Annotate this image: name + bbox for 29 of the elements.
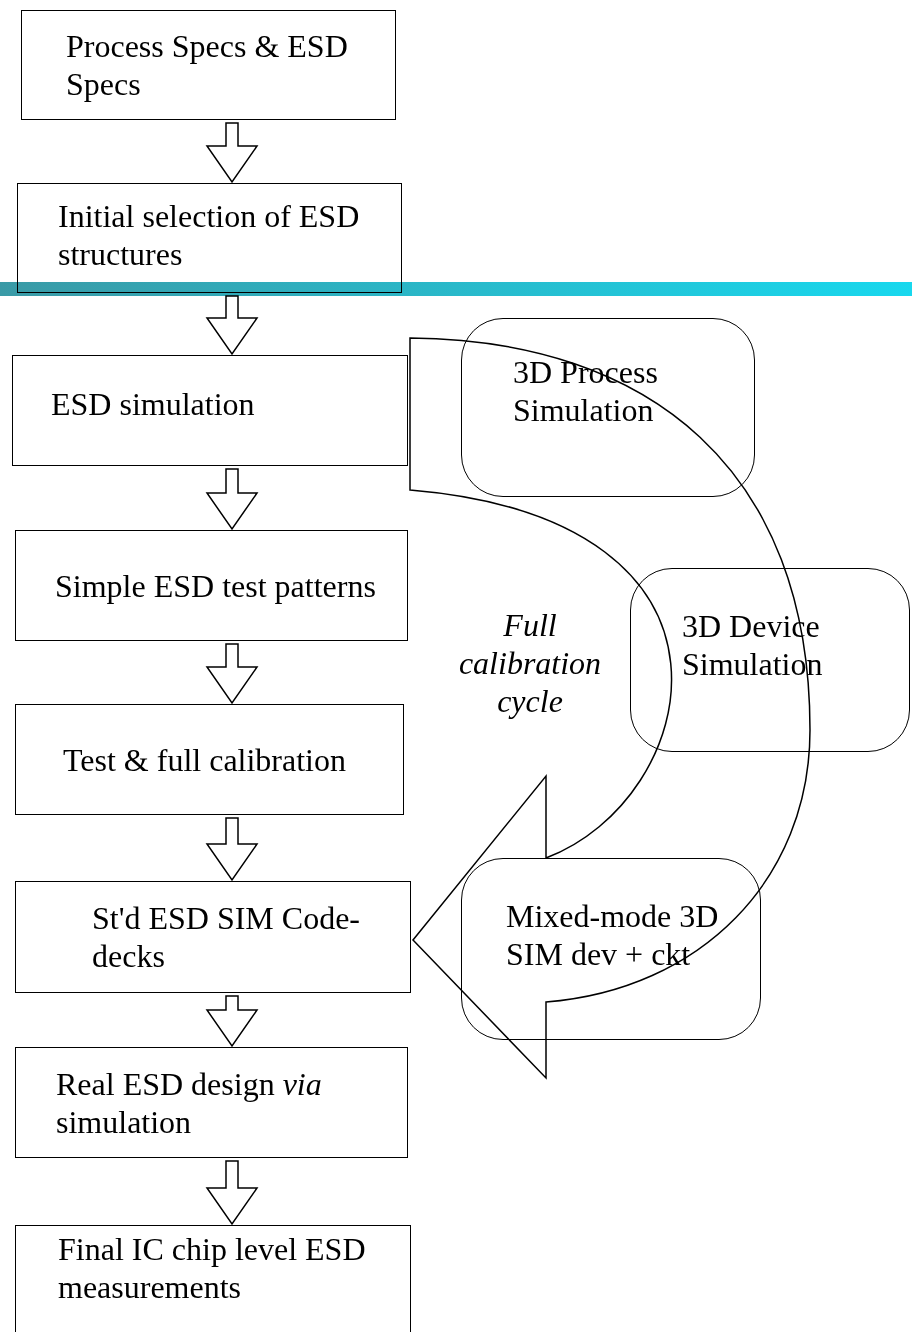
process-box xyxy=(15,704,404,815)
rounded-box xyxy=(630,568,910,752)
process-box xyxy=(15,1225,411,1332)
rounded-box xyxy=(461,858,761,1040)
box-text: St'd ESD SIM Code-decks xyxy=(92,899,361,975)
box-text: Initial selection of ESD structures xyxy=(58,197,361,273)
box-text: Test & full calibration xyxy=(62,740,347,779)
block-arrow xyxy=(205,122,259,184)
box-text: ESD simulation xyxy=(51,384,256,423)
process-box xyxy=(21,10,396,120)
box-text: Simple ESD test patterns xyxy=(55,566,377,605)
block-arrow xyxy=(205,295,259,356)
process-box xyxy=(15,530,408,641)
rounded-box xyxy=(461,318,755,497)
box-text: Process Specs & ESD Specs xyxy=(66,27,349,103)
block-arrow xyxy=(205,817,259,882)
block-arrow xyxy=(205,468,259,531)
box-text: Mixed-mode 3D SIM dev + ckt xyxy=(506,897,720,973)
process-box xyxy=(17,183,402,293)
block-arrow xyxy=(205,643,259,705)
edge-label: Full calibration cycle xyxy=(457,606,603,720)
process-box xyxy=(12,355,408,466)
curved-block-arrow xyxy=(409,337,811,1079)
process-box xyxy=(15,881,411,993)
box-text: Real ESD design via simulation xyxy=(56,1064,323,1141)
block-arrow xyxy=(205,995,259,1048)
block-arrow xyxy=(205,1160,259,1226)
box-text: Final IC chip level ESD measurements xyxy=(58,1230,367,1306)
process-box xyxy=(15,1047,408,1158)
